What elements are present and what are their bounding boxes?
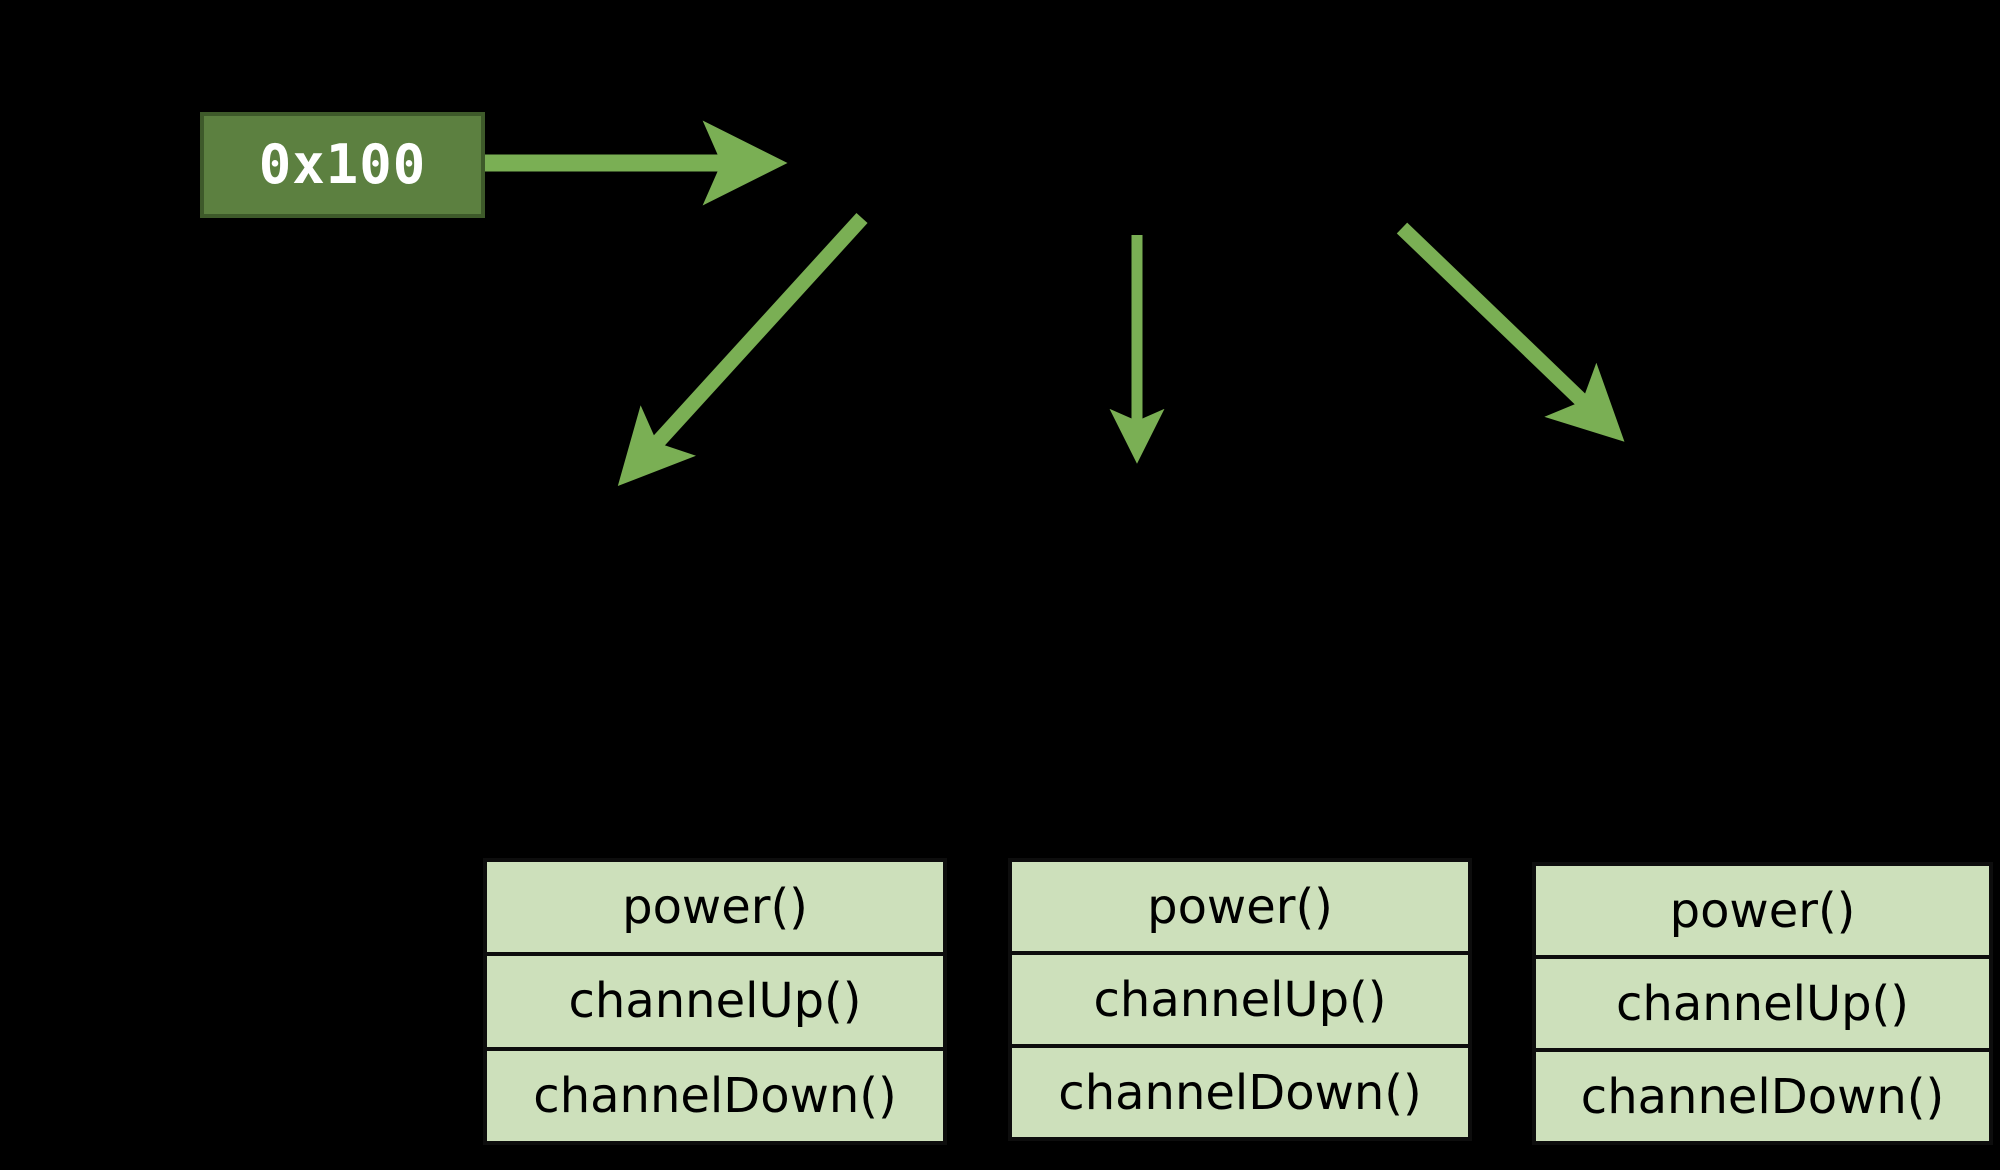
vtable-1[interactable]: power() channelUp() channelDown()	[483, 858, 947, 1145]
table-row[interactable]: power()	[1536, 866, 1989, 959]
address-box[interactable]: 0x100	[200, 112, 485, 218]
table-row[interactable]: channelUp()	[1012, 955, 1468, 1048]
address-box-label: 0x100	[258, 133, 427, 196]
table-row[interactable]: channelDown()	[533, 1067, 897, 1124]
vtable-2[interactable]: power() channelUp() channelDown()	[1008, 858, 1472, 1141]
dispatch-arrow-right	[1396, 222, 1625, 442]
table-row[interactable]: channelUp()	[487, 956, 943, 1051]
table-row[interactable]: channelDown()	[1580, 1068, 1945, 1125]
table-row[interactable]: channelDown()	[1058, 1064, 1422, 1121]
table-row[interactable]: channelUp()	[1536, 959, 1989, 1052]
vtable-3[interactable]: power() channelUp() channelDown()	[1532, 862, 1993, 1145]
table-row[interactable]: power()	[487, 862, 943, 957]
dispatch-arrow-left	[617, 212, 868, 486]
table-row[interactable]: power()	[1012, 862, 1468, 955]
